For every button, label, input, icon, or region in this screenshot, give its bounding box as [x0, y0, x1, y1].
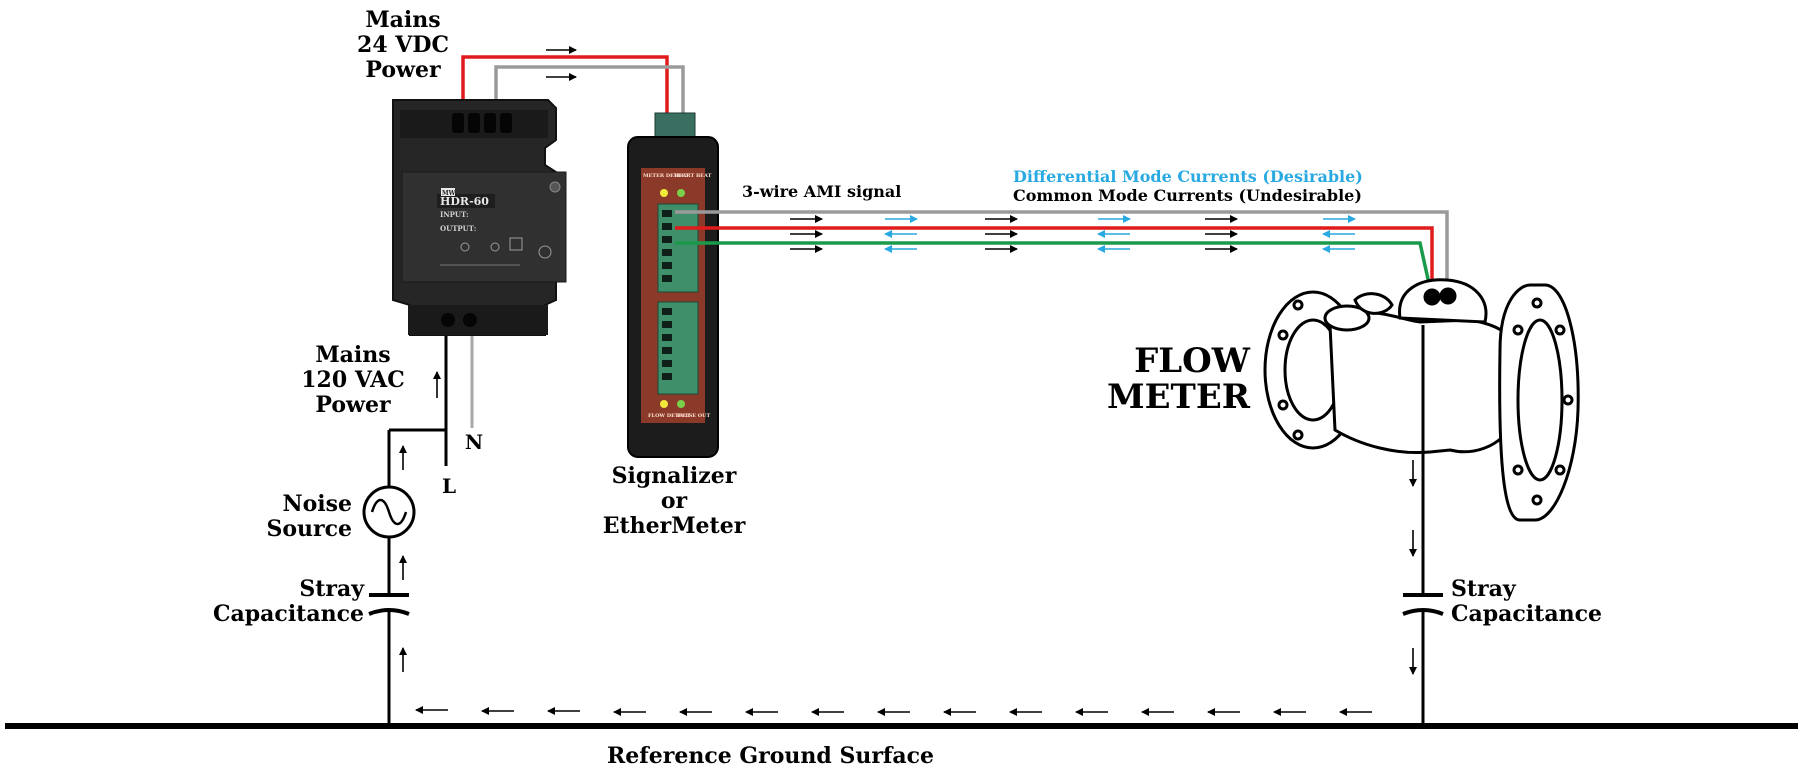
signalizer-top-right-label: HEART BEAT [674, 173, 712, 179]
noise-source-symbol [362, 485, 416, 539]
left-stray-capacitor [368, 593, 410, 616]
psu-output-text: OUTPUT: [440, 224, 476, 233]
mains-dc-label-line2: 24 VDC [357, 32, 449, 58]
differential-mode-arrows [884, 215, 1356, 253]
right-stray-capacitor [1402, 593, 1444, 616]
signalizer-label-line3: EtherMeter [603, 513, 746, 539]
ami-signal-wires [675, 210, 1449, 298]
ami-signal-label: 3-wire AMI signal [742, 182, 901, 201]
signalizer-label-line1: Signalizer [612, 463, 737, 489]
mains-ac-label-line1: Mains [315, 342, 390, 368]
left-stray-label-line2: Capacitance [213, 601, 364, 627]
mains-ac-label-line2: 120 VAC [301, 367, 405, 393]
signalizer-label-line2: or [661, 488, 688, 514]
psu-input-text: INPUT: [440, 210, 469, 219]
noise-source-label-line1: Noise [282, 491, 352, 517]
ground-return-arrows [415, 706, 1372, 716]
right-stray-label-line1: Stray [1451, 576, 1517, 602]
signalizer-device: METER DETECT HEART BEAT FLOW DETECT PULS… [627, 112, 719, 458]
dc-power-wires [461, 55, 685, 113]
right-stray-label-line2: Capacitance [1451, 601, 1602, 627]
power-supply-unit: HDR-60 MW INPUT: OUTPUT: [392, 99, 567, 336]
left-stray-label-line1: Stray [299, 576, 365, 602]
line-label: L [442, 474, 456, 498]
reference-ground-label: Reference Ground Surface [607, 743, 934, 769]
flow-meter-label-line2: METER [1107, 377, 1251, 417]
common-mode-label: Common Mode Currents (Undesirable) [1013, 186, 1362, 205]
dc-flow-arrows [546, 46, 577, 81]
neutral-label: N [465, 430, 483, 454]
flow-meter-label-line1: FLOW [1134, 341, 1251, 381]
left-ac-loop [387, 335, 448, 726]
mains-ac-label-line3: Power [315, 392, 391, 418]
signalizer-bottom-left-label: FLOW DETECT [648, 413, 690, 419]
signalizer-top-left-label: METER DETECT [643, 173, 689, 179]
psu-brand-text: MW [442, 190, 456, 197]
noise-source-label-line2: Source [266, 516, 352, 542]
psu-model-text: HDR-60 [440, 195, 489, 208]
left-loop-arrows [399, 371, 441, 672]
mains-dc-label-line3: Power [365, 57, 441, 83]
common-mode-arrows [790, 215, 1238, 253]
differential-mode-label: Differential Mode Currents (Desirable) [1013, 167, 1363, 186]
mains-dc-label-line1: Mains [365, 7, 440, 33]
signalizer-bottom-right-label: PULSE OUT [677, 413, 711, 419]
